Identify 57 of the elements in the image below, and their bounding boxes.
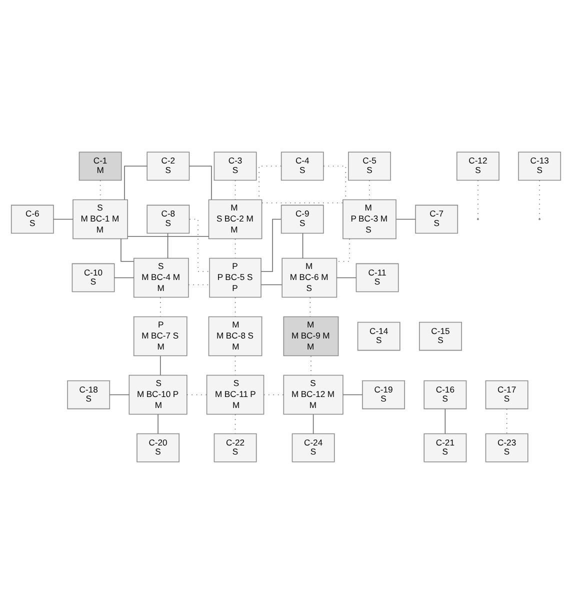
node-box: S M BC-12 M M: [283, 374, 344, 414]
connector: [53, 218, 74, 220]
node-box: P P BC-5 S P: [209, 257, 262, 298]
node-box: C-7 S: [415, 204, 458, 234]
node-box: C-12 S: [456, 151, 500, 180]
connector: [124, 165, 148, 200]
node-box: C-2 S: [146, 151, 190, 180]
node-box: C-3 S: [214, 151, 257, 180]
node-box: C-9 S: [280, 204, 324, 234]
node-box: M M BC-6 M S: [282, 257, 338, 298]
connector: [396, 218, 416, 220]
connector: [260, 218, 282, 272]
node-box: C-8 S: [146, 204, 190, 234]
connector: [114, 276, 134, 278]
connector: [120, 238, 134, 262]
connector: [323, 165, 346, 200]
node-box: C-20 S: [136, 432, 180, 462]
connector: [342, 394, 363, 395]
node-box: C-17 S: [485, 380, 528, 409]
node-box: C-10 S: [72, 262, 115, 292]
node-box: C-19 S: [362, 380, 405, 409]
connector: [444, 408, 446, 434]
connector: [258, 165, 282, 200]
node-box: C-13 S: [518, 151, 562, 180]
connector: [336, 276, 356, 278]
node-box: C-1 M: [78, 151, 122, 180]
connector: [188, 165, 212, 200]
node-box: M P BC-3 M S: [342, 198, 396, 239]
connector: [109, 394, 130, 395]
node-box: C-5 S: [348, 151, 391, 180]
connector: [262, 202, 344, 203]
node-box: S M BC-4 M M: [133, 257, 189, 298]
node-box: M M BC-8 S M: [208, 316, 262, 356]
node-box: C-22 S: [214, 432, 257, 462]
node-box: C-11 S: [356, 262, 399, 292]
node-box: C-23 S: [485, 432, 528, 462]
node-box: M M BC-9 M M: [283, 316, 339, 356]
node-box: S M BC-10 P M: [128, 374, 188, 414]
node-box: C-4 S: [280, 151, 324, 180]
node-box: S M BC-1 M M: [72, 198, 128, 239]
node-box: P M BC-7 S M: [133, 316, 188, 356]
node-box: C-14 S: [357, 321, 400, 350]
node-box: C-16 S: [424, 380, 467, 409]
connector: [260, 284, 282, 285]
connector: [312, 414, 314, 434]
node-box: C-21 S: [424, 432, 467, 462]
node-box: C-15 S: [419, 321, 462, 350]
node-box: C-18 S: [67, 380, 110, 409]
node-box: C-6 S: [10, 204, 54, 234]
connector: [336, 238, 350, 262]
connector: [160, 355, 161, 376]
node-box: C-24 S: [292, 432, 335, 462]
node-box: S M BC-11 P M: [206, 374, 264, 414]
connector: [167, 232, 168, 258]
connector: [302, 232, 304, 258]
node-box: M S BC-2 M M: [208, 198, 262, 239]
connector: [189, 218, 210, 272]
